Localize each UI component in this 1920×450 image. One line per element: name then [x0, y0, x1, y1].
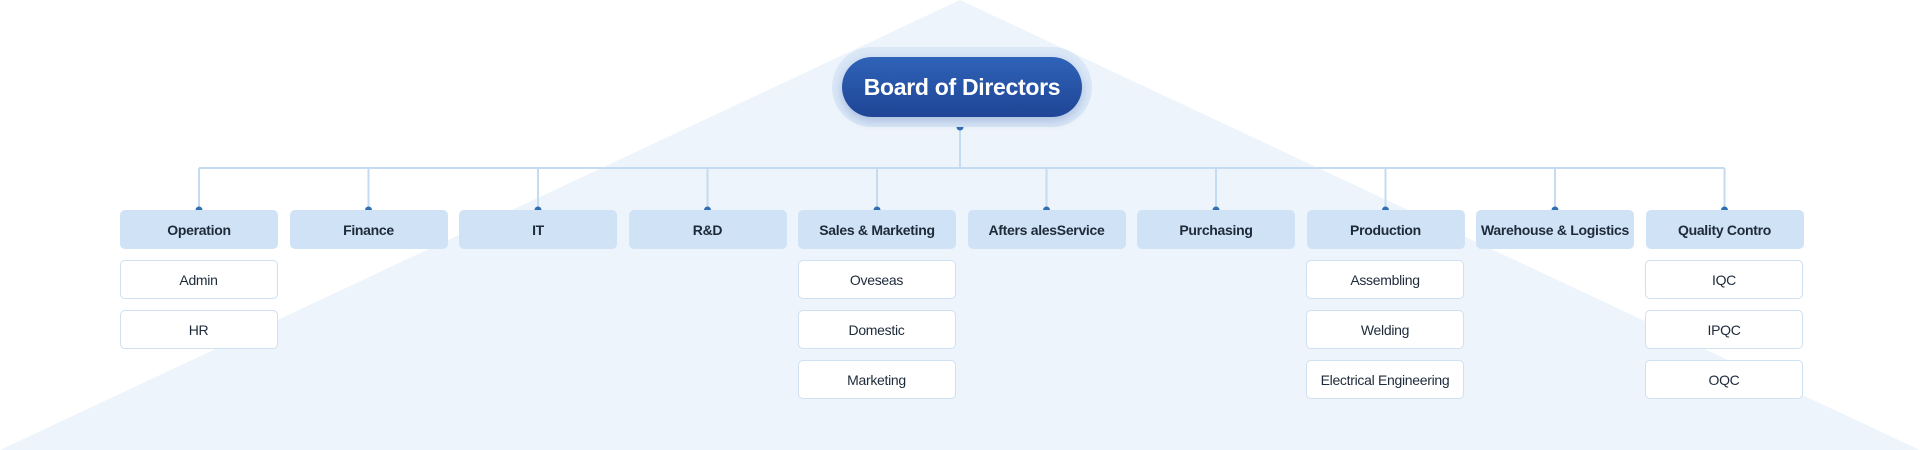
sub-unit-admin[interactable]: Admin [119, 260, 278, 299]
department-production[interactable]: Production [1306, 210, 1465, 249]
sub-unit-domestic[interactable]: Domestic [797, 310, 956, 349]
sub-unit-welding[interactable]: Welding [1306, 310, 1464, 349]
department-it[interactable]: IT [459, 210, 617, 249]
sub-unit-hr[interactable]: HR [119, 310, 278, 349]
department-finance[interactable]: Finance [289, 210, 448, 249]
department-randd[interactable]: R&D [628, 210, 787, 249]
sub-unit-assembling[interactable]: Assembling [1306, 260, 1464, 299]
department-afters-alesservice[interactable]: Afters alesService [967, 210, 1126, 249]
department-purchasing[interactable]: Purchasing [1137, 210, 1295, 249]
department-sales-and-marketing[interactable]: Sales & Marketing [798, 210, 956, 249]
sub-unit-marketing[interactable]: Marketing [797, 360, 956, 399]
department-quality-contro[interactable]: Quality Contro [1645, 210, 1804, 249]
sub-unit-oqc[interactable]: OQC [1645, 360, 1803, 399]
sub-unit-ipqc[interactable]: IPQC [1645, 310, 1803, 349]
sub-unit-oveseas[interactable]: Oveseas [797, 260, 956, 299]
department-operation[interactable]: Operation [120, 210, 278, 249]
department-warehouse-and-logistics[interactable]: Warehouse & Logistics [1476, 210, 1634, 249]
sub-unit-iqc[interactable]: IQC [1645, 260, 1803, 299]
sub-unit-electrical-engineering[interactable]: Electrical Engineering [1306, 360, 1464, 399]
board-of-directors-node[interactable]: Board of Directors [842, 57, 1082, 117]
